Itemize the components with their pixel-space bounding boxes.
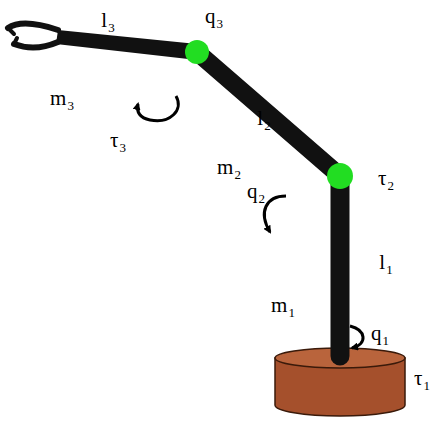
rotation-arrow (264, 196, 286, 232)
symbol-label: τ2 (378, 168, 394, 189)
symbol-label: q1 (371, 323, 389, 344)
symbol-label: l2 (257, 108, 270, 129)
symbol-label: τ3 (110, 130, 126, 151)
symbol-label: m1 (271, 295, 295, 316)
symbol-label: q3 (205, 6, 223, 27)
link-3 (56, 30, 197, 60)
symbol-label: τ1 (414, 368, 430, 389)
symbol-label: m3 (50, 88, 74, 109)
gripper (8, 24, 58, 48)
link-1 (331, 176, 350, 356)
symbol-label: q2 (247, 181, 265, 202)
symbol-label: l3 (101, 10, 114, 31)
symbol-label: m2 (217, 157, 241, 178)
rotation-arrow (350, 326, 363, 348)
joint-3 (185, 40, 209, 64)
torque-arrow (138, 96, 179, 121)
symbol-label: l1 (379, 252, 392, 273)
gripper-tips (8, 28, 17, 44)
joint-2 (327, 163, 353, 189)
